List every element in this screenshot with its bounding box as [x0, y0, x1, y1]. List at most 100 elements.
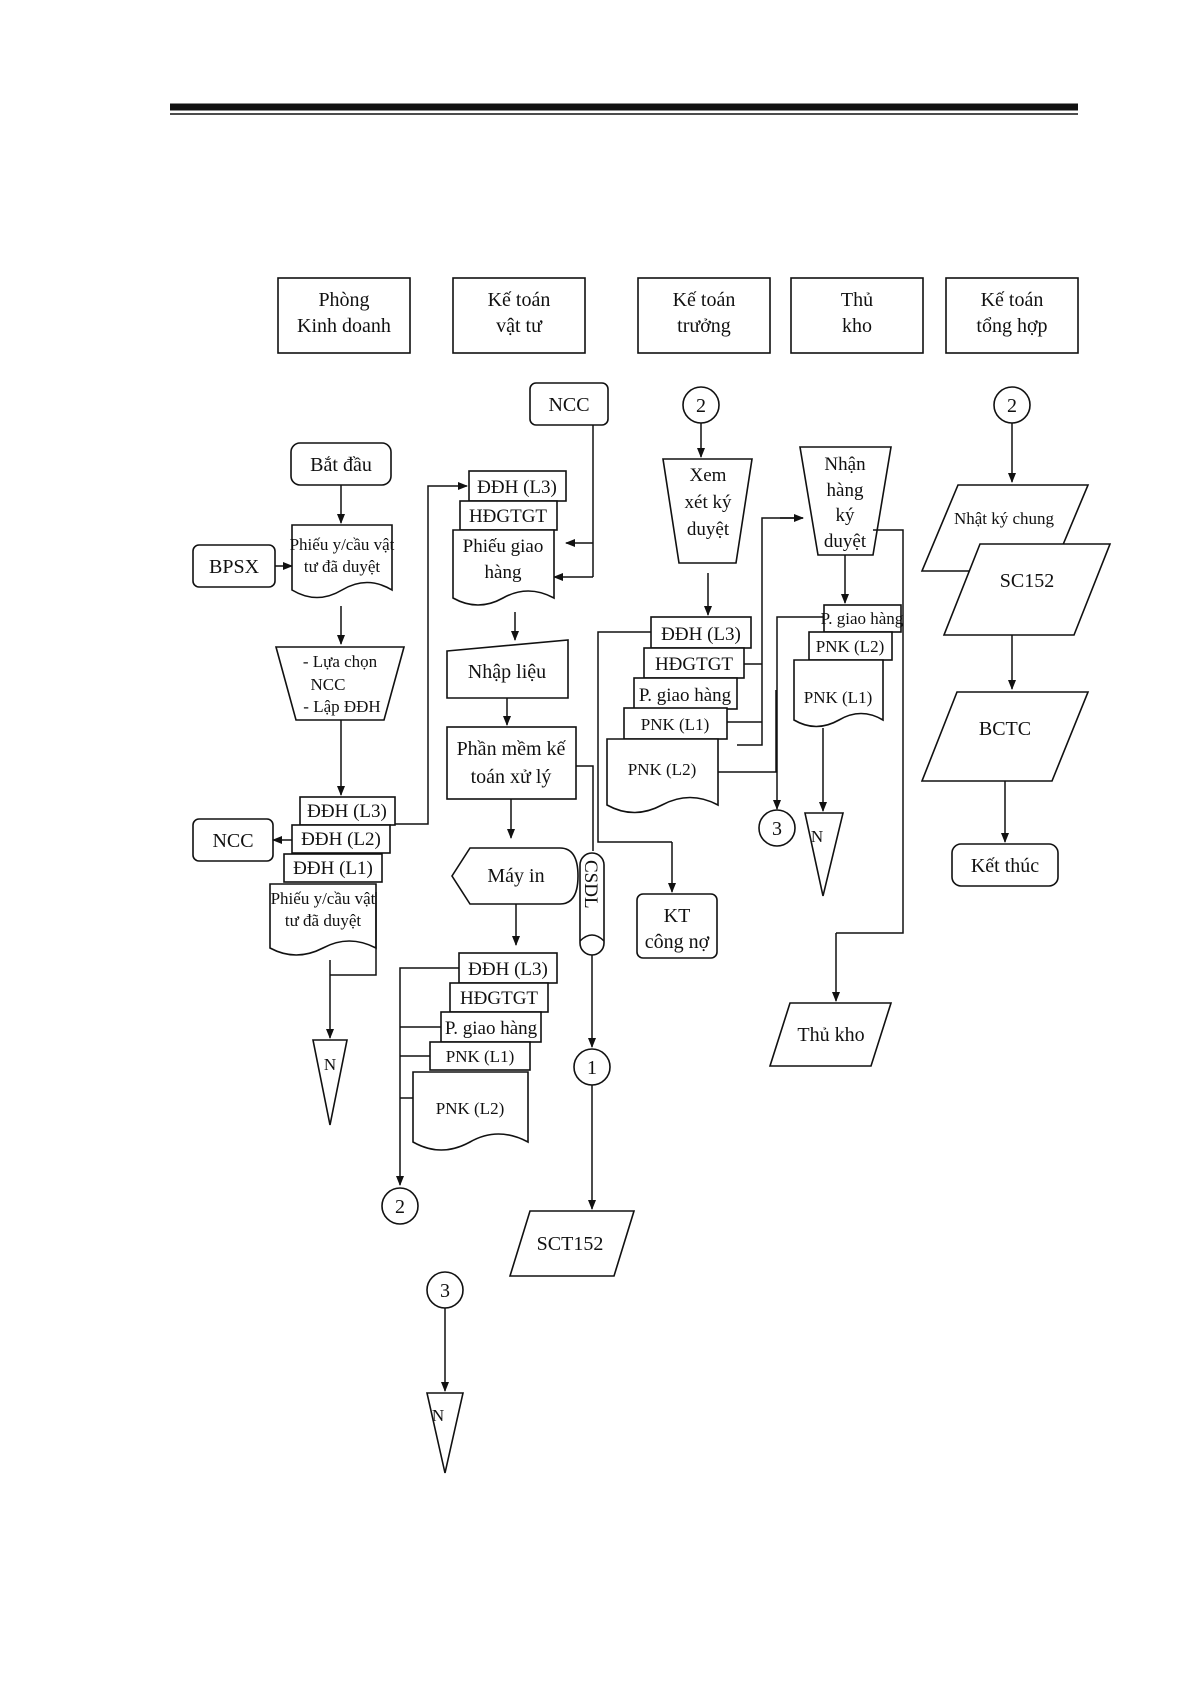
svg-text:CSDL: CSDL [580, 860, 601, 909]
doc-label: ĐĐH (L2) [301, 829, 381, 850]
doc-label: P. giao hàng [821, 609, 904, 628]
doc-label: PNK (L2) [436, 1099, 504, 1118]
svg-text:Bắt đầu: Bắt đầu [310, 454, 372, 476]
may-in-display: Máy in [451, 847, 579, 905]
doc-label: PNK (L1) [804, 688, 872, 707]
bpsx-box: BPSX [192, 544, 276, 588]
svg-text:Nhật ký chung: Nhật ký chung [954, 509, 1055, 528]
svg-text:3: 3 [772, 818, 782, 840]
lane-header-line: Thủ [841, 289, 873, 311]
doc-label: ĐĐH (L3) [661, 624, 741, 645]
vt-input-document-stack: ĐĐH (L3) HĐGTGT Phiếu giao hàng [452, 470, 567, 606]
svg-text:xét ký: xét ký [685, 492, 732, 513]
end-terminal: Kết thúc [951, 843, 1059, 887]
nhan-hang-manual-operation: Nhận hàng ký duyệt [799, 446, 892, 556]
lane-header-thu-kho: Thủ kho [790, 277, 924, 354]
offline-file-n-1: N [312, 1039, 348, 1126]
svg-text:Phần mềm kế: Phần mềm kế [457, 738, 567, 760]
sct152-data: SCT152 [508, 1210, 636, 1277]
doc-label: ĐĐH (L1) [293, 858, 373, 879]
svg-text:tư đã duyệt: tư đã duyệt [304, 557, 381, 576]
tk-document-stack: P. giao hàng PNK (L2) PNK (L1) [793, 604, 904, 728]
ncc-left-box: NCC [192, 818, 274, 862]
svg-text:công nợ: công nợ [645, 931, 710, 953]
doc-label: Phiếu y/cầu vật [271, 889, 376, 908]
svg-text:1: 1 [587, 1057, 597, 1079]
lane-header-line: Kế toán [673, 289, 736, 311]
nhap-lieu-manual-input: Nhập liệu [446, 639, 569, 699]
lane-header-line: Phòng [318, 289, 369, 311]
svg-text:Xem: Xem [690, 465, 727, 486]
ktt-document-stack: ĐĐH (L3) HĐGTGT P. giao hàng PNK (L1) PN… [606, 616, 752, 814]
lane-header-line: Kinh doanh [297, 315, 391, 337]
kd-document-stack: ĐĐH (L3) ĐĐH (L2) ĐĐH (L1) Phiếu y/cầu v… [269, 796, 396, 956]
connector-1: 1 [573, 1048, 611, 1086]
svg-text:BCTC: BCTC [979, 718, 1031, 740]
connector-3-thu-kho: 3 [758, 809, 796, 847]
svg-text:Phiếu y/cầu vật: Phiếu y/cầu vật [290, 535, 395, 554]
lane-header-ke-toan-truong: Kế toán trưởng [637, 277, 771, 354]
doc-label: tư đã duyệt [285, 911, 362, 930]
svg-text:Thủ kho: Thủ kho [797, 1024, 864, 1046]
connector-2-bottom: 2 [381, 1187, 419, 1225]
svg-text:BPSX: BPSX [209, 556, 260, 578]
kt-cong-no-box: KT công nợ [636, 893, 718, 959]
lane-header-line: Kế toán [488, 289, 551, 311]
doc-label: Phiếu giao [463, 536, 544, 557]
svg-text:hàng: hàng [827, 480, 864, 501]
svg-text:duyệt: duyệt [687, 519, 730, 540]
svg-text:NCC: NCC [212, 830, 253, 852]
svg-text:KT: KT [664, 905, 691, 927]
doc-label: HĐGTGT [655, 654, 733, 675]
lane-header-ke-toan-vat-tu: Kế toán vật tư [452, 277, 586, 354]
svg-text:ký: ký [836, 505, 856, 526]
doc-label: HĐGTGT [469, 506, 547, 527]
doc-label: HĐGTGT [460, 988, 538, 1009]
svg-text:duyệt: duyệt [824, 531, 867, 552]
connector-2-kth: 2 [993, 386, 1031, 424]
xem-xet-manual-operation: Xem xét ký duyệt [662, 458, 753, 564]
phieu-yeu-cau-document: Phiếu y/cầu vật tư đã duyệt [290, 524, 395, 599]
lane-header-line: kho [842, 315, 872, 337]
svg-text:N: N [324, 1055, 336, 1074]
bctc-data: BCTC [920, 691, 1090, 782]
sc152-data: SC152 [942, 543, 1112, 636]
connector-3-bottom: 3 [426, 1271, 464, 1309]
doc-label: ĐĐH (L3) [468, 959, 548, 980]
lane-header-ke-toan-tong-hop: Kế toán tổng hợp [945, 277, 1079, 354]
svg-text:Máy in: Máy in [487, 865, 544, 887]
svg-text:- Lựa chọn: - Lựa chọn [303, 652, 378, 671]
lane-header-line: trưởng [677, 315, 731, 337]
thu-kho-data: Thủ kho [768, 1002, 893, 1067]
start-terminal: Bắt đầu [290, 442, 392, 486]
header-rule [170, 103, 1078, 115]
doc-label: hàng [485, 562, 522, 583]
svg-text:2: 2 [395, 1196, 405, 1218]
doc-label: PNK (L1) [446, 1047, 514, 1066]
doc-label: PNK (L2) [816, 637, 884, 656]
svg-text:- Lập ĐĐH: - Lập ĐĐH [303, 697, 380, 716]
doc-label: ĐĐH (L3) [477, 477, 557, 498]
doc-label: ĐĐH (L3) [307, 801, 387, 822]
svg-text:N: N [811, 827, 823, 846]
doc-label: PNK (L2) [628, 760, 696, 779]
connector-2-ktt: 2 [682, 386, 720, 424]
svg-text:Kết thúc: Kết thúc [971, 855, 1039, 877]
svg-text:NCC: NCC [311, 675, 346, 694]
offline-file-n-thu-kho: N [804, 812, 845, 897]
doc-label: PNK (L1) [641, 715, 709, 734]
lua-chon-manual-operation: - Lựa chọn NCC - Lập ĐĐH [274, 646, 406, 721]
svg-text:SC152: SC152 [1000, 570, 1054, 592]
svg-text:3: 3 [440, 1280, 450, 1302]
ncc-top-box: NCC [529, 382, 609, 426]
doc-label: P. giao hàng [639, 685, 732, 706]
lane-header-line: tổng hợp [976, 315, 1047, 337]
lane-header-line: Kế toán [981, 289, 1044, 311]
csdl-database: CSDL [579, 852, 605, 956]
svg-text:2: 2 [696, 395, 706, 417]
svg-text:Nhập liệu: Nhập liệu [468, 661, 546, 683]
svg-text:2: 2 [1007, 395, 1017, 417]
lane-header-line: vật tư [496, 315, 543, 337]
svg-text:NCC: NCC [548, 394, 589, 416]
